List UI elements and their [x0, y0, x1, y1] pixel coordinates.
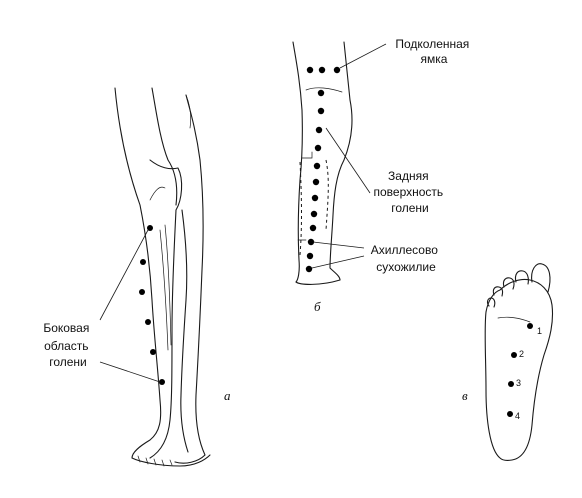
point-foot-4	[507, 411, 513, 417]
leader-achilles-2	[311, 255, 365, 269]
point-lateral-4	[145, 319, 151, 325]
leader-achilles-1	[312, 241, 365, 249]
foot-sole-outline	[484, 278, 554, 461]
point-foot-1	[527, 323, 533, 329]
leg-a-toes	[137, 455, 173, 467]
label-lateral-shin: Боковая область голени	[43, 321, 92, 369]
leg-a-second-leg	[174, 94, 206, 464]
leg-a-outer-contour	[114, 87, 162, 459]
leg-b-heel	[295, 279, 341, 285]
leg-b-step-1	[301, 151, 313, 159]
point-achilles-2	[307, 238, 315, 246]
leader-lateral-1	[99, 229, 149, 321]
point-popliteal-3	[333, 66, 341, 74]
point-posterior-2	[317, 107, 325, 115]
panel-label-a: а	[224, 388, 231, 403]
leader-lateral-2	[99, 361, 161, 383]
leg-a-second-inner	[180, 209, 189, 453]
point-posterior-7	[311, 194, 319, 202]
point-foot-1-label: 1	[537, 326, 542, 336]
point-achilles-3	[306, 252, 314, 260]
leg-a-hatch-1	[185, 94, 192, 129]
label-popliteal: Подколенная ямка	[395, 37, 472, 66]
leg-a-foot	[131, 454, 211, 467]
point-foot-3	[508, 381, 514, 387]
leg-a-hatch-3	[164, 224, 172, 346]
point-lateral-5	[150, 349, 156, 355]
point-achilles-4	[305, 265, 313, 273]
toe-2	[514, 270, 529, 285]
leader-posterior	[325, 127, 371, 194]
leg-a-hatch-2	[159, 229, 169, 351]
leg-a-shin-inner	[149, 209, 177, 459]
toe-3	[502, 277, 515, 290]
leg-a-hatch-4	[149, 186, 166, 201]
point-popliteal-2	[318, 66, 326, 74]
point-posterior-4	[314, 144, 322, 152]
point-posterior-3	[315, 126, 323, 134]
label-achilles: Ахиллесово сухожилие	[371, 243, 441, 274]
leg-b-left-contour	[292, 41, 303, 283]
figure-c-foot-sole: 1 2 3 4 в	[462, 263, 554, 461]
point-foot-2-label: 2	[519, 349, 524, 359]
leg-a-knee	[149, 159, 183, 211]
foot-inner-line	[497, 316, 531, 323]
point-achilles-1	[309, 224, 317, 232]
point-posterior-6	[312, 178, 320, 186]
point-popliteal-1	[306, 66, 314, 74]
panel-label-b: б	[314, 299, 321, 314]
point-lateral-3	[139, 289, 145, 295]
point-foot-3-label: 3	[516, 378, 521, 388]
toe-big	[531, 263, 551, 293]
toe-5	[486, 297, 496, 308]
point-foot-4-label: 4	[515, 411, 520, 421]
point-posterior-8	[310, 210, 318, 218]
point-lateral-2	[140, 259, 146, 265]
toe-4	[492, 286, 504, 297]
figure-a-lateral-leg: Боковая область голени а	[43, 87, 231, 467]
point-posterior-1	[317, 89, 325, 97]
leg-b-dash-1	[299, 161, 302, 256]
leg-a-thigh-right	[151, 87, 178, 206]
label-posterior-shin: Задняя поверхность голени	[373, 169, 446, 215]
leg-b-right-contour	[329, 41, 353, 281]
leader-popliteal	[339, 43, 387, 69]
leg-b-dash-2	[325, 159, 329, 231]
leg-b-knee-line	[305, 87, 343, 93]
point-foot-2	[511, 352, 517, 358]
point-lateral-1	[147, 225, 153, 231]
panel-label-c: в	[462, 388, 468, 403]
point-lateral-6	[159, 379, 165, 385]
point-posterior-5	[313, 162, 321, 170]
figure-b-posterior-leg: Подколенная ямка Задняя поверхность голе…	[292, 37, 472, 314]
